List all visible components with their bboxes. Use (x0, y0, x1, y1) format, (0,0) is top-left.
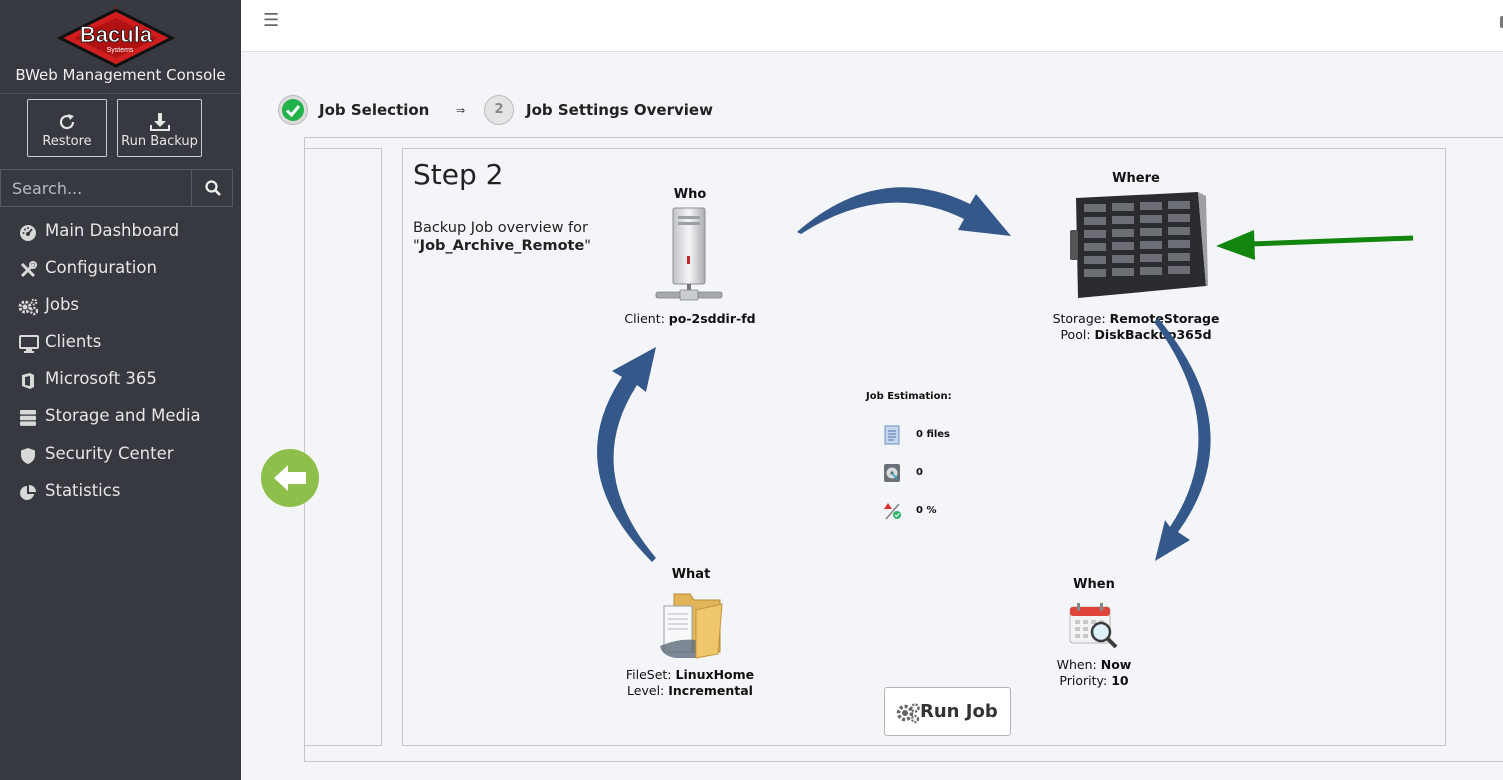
fileset-value: LinuxHome (675, 667, 755, 682)
client-value: po-2sddir-fd (668, 311, 756, 326)
logo-text: Bacula (80, 22, 153, 47)
refresh-icon (59, 114, 75, 130)
download-icon (149, 113, 170, 131)
nav-item-configuration[interactable]: Configuration (0, 252, 241, 286)
nav-item-security-center[interactable]: Security Center (0, 438, 241, 472)
estimation-files: 0 files (916, 429, 951, 440)
nav-item-clients[interactable]: Clients (0, 326, 241, 360)
nav-item-jobs[interactable]: Jobs (0, 289, 241, 323)
left-panel (304, 148, 382, 746)
overview-prefix: Backup Job overview for (413, 220, 588, 236)
when-value: Now (1100, 657, 1132, 672)
dashboard-icon (20, 225, 36, 241)
run-job-label: Run Job (920, 701, 998, 722)
shield-icon (21, 448, 35, 464)
job-name: Job_Archive_Remote (419, 238, 585, 254)
estimation-files-row: 0 files (882, 424, 950, 449)
what-title: What (671, 567, 711, 582)
percent-icon (884, 503, 901, 520)
database-icon (20, 410, 36, 426)
brand-title: BWeb Management Console (15, 66, 226, 84)
logo-subtext: Systems (107, 47, 134, 54)
where-title: Where (1112, 171, 1160, 186)
client-info: Client: po-2sddir-fd (600, 311, 780, 327)
pool-label: Pool: (1060, 327, 1091, 342)
step1-label[interactable]: Job Selection (319, 101, 430, 119)
estimation-bytes: 0 (916, 467, 923, 478)
client-label: Client: (624, 311, 665, 326)
level-label: Level: (627, 683, 665, 698)
nav-label: Jobs (45, 295, 80, 314)
priority-value: 10 (1111, 673, 1129, 688)
search-button[interactable] (191, 170, 232, 206)
priority-label: Priority: (1059, 673, 1108, 688)
nav-item-statistics[interactable]: Statistics (0, 475, 241, 509)
fileset-label: FileSet: (625, 667, 672, 682)
nav-item-main-dashboard[interactable]: Main Dashboard (0, 215, 241, 249)
nav-label: Clients (45, 332, 102, 351)
estimation-bytes-row: 0 (882, 462, 923, 487)
sidebar-divider (0, 93, 241, 94)
nav-label: Microsoft 365 (45, 369, 157, 388)
disk-icon (884, 464, 900, 482)
when-title: When (1073, 577, 1115, 592)
when-info: When: Now Priority: 10 (1014, 657, 1174, 689)
estimation-percent-row: 0 % (882, 500, 936, 525)
estimation-percent: 0 % (916, 505, 937, 516)
arrow-left-icon (274, 465, 306, 491)
fileset-folder-icon (660, 593, 723, 659)
document-icon (884, 425, 900, 445)
nav-label: Storage and Media (45, 406, 201, 425)
nav-label: Main Dashboard (45, 221, 180, 240)
storage-server-icon (1070, 192, 1208, 298)
step2-number-badge: 2 (484, 95, 514, 125)
step1-complete-icon[interactable] (278, 95, 308, 125)
nav-label: Statistics (45, 481, 121, 500)
top-bar: ☰ (241, 0, 1503, 52)
client-computer-icon (655, 207, 723, 301)
search-input[interactable] (1, 170, 191, 206)
check-icon (285, 105, 301, 118)
sidebar: Bacula Systems BWeb Management Console R… (0, 0, 241, 780)
step2-label: Job Settings Overview (526, 101, 713, 119)
pie-chart-icon (20, 485, 36, 500)
nav-label: Configuration (45, 258, 157, 277)
fileset-info: FileSet: LinuxHome Level: Incremental (590, 667, 790, 699)
gears-icon (18, 298, 39, 316)
back-button[interactable] (261, 449, 319, 507)
restore-button[interactable]: Restore (27, 99, 107, 157)
monitor-icon (19, 335, 39, 353)
tools-icon (20, 261, 37, 278)
gears-icon (896, 703, 920, 724)
level-value: Incremental (668, 683, 753, 698)
storage-info: Storage: RemoteStorage Pool: DiskBackup3… (1036, 311, 1236, 343)
nav-item-storage-and-media[interactable]: Storage and Media (0, 400, 241, 434)
bacula-logo[interactable]: Bacula Systems (56, 2, 176, 68)
user-menu-edge[interactable] (1500, 16, 1503, 28)
estimation-title: Job Estimation: (866, 391, 952, 402)
overview-panel (402, 148, 1446, 746)
run-backup-button[interactable]: Run Backup (117, 99, 202, 157)
restore-label: Restore (42, 134, 92, 149)
storage-value: RemoteStorage (1109, 311, 1220, 326)
who-title: Who (673, 187, 707, 202)
step-title: Step 2 (413, 158, 504, 191)
schedule-calendar-icon (1069, 603, 1118, 649)
nav-item-microsoft-365[interactable]: Microsoft 365 (0, 363, 241, 397)
run-job-button[interactable]: Run Job (884, 687, 1011, 736)
office-icon (22, 373, 34, 389)
run-backup-label: Run Backup (121, 134, 198, 149)
menu-toggle-icon[interactable]: ☰ (263, 10, 280, 31)
step-separator: ⇒ (456, 104, 466, 117)
search-box (0, 169, 233, 207)
overview-text: Backup Job overview for "Job_Archive_Rem… (413, 220, 591, 254)
nav-label: Security Center (45, 444, 174, 463)
storage-label: Storage: (1052, 311, 1106, 326)
pool-value: DiskBackup365d (1094, 327, 1212, 342)
when-label: When: (1056, 657, 1097, 672)
search-icon (205, 180, 221, 196)
